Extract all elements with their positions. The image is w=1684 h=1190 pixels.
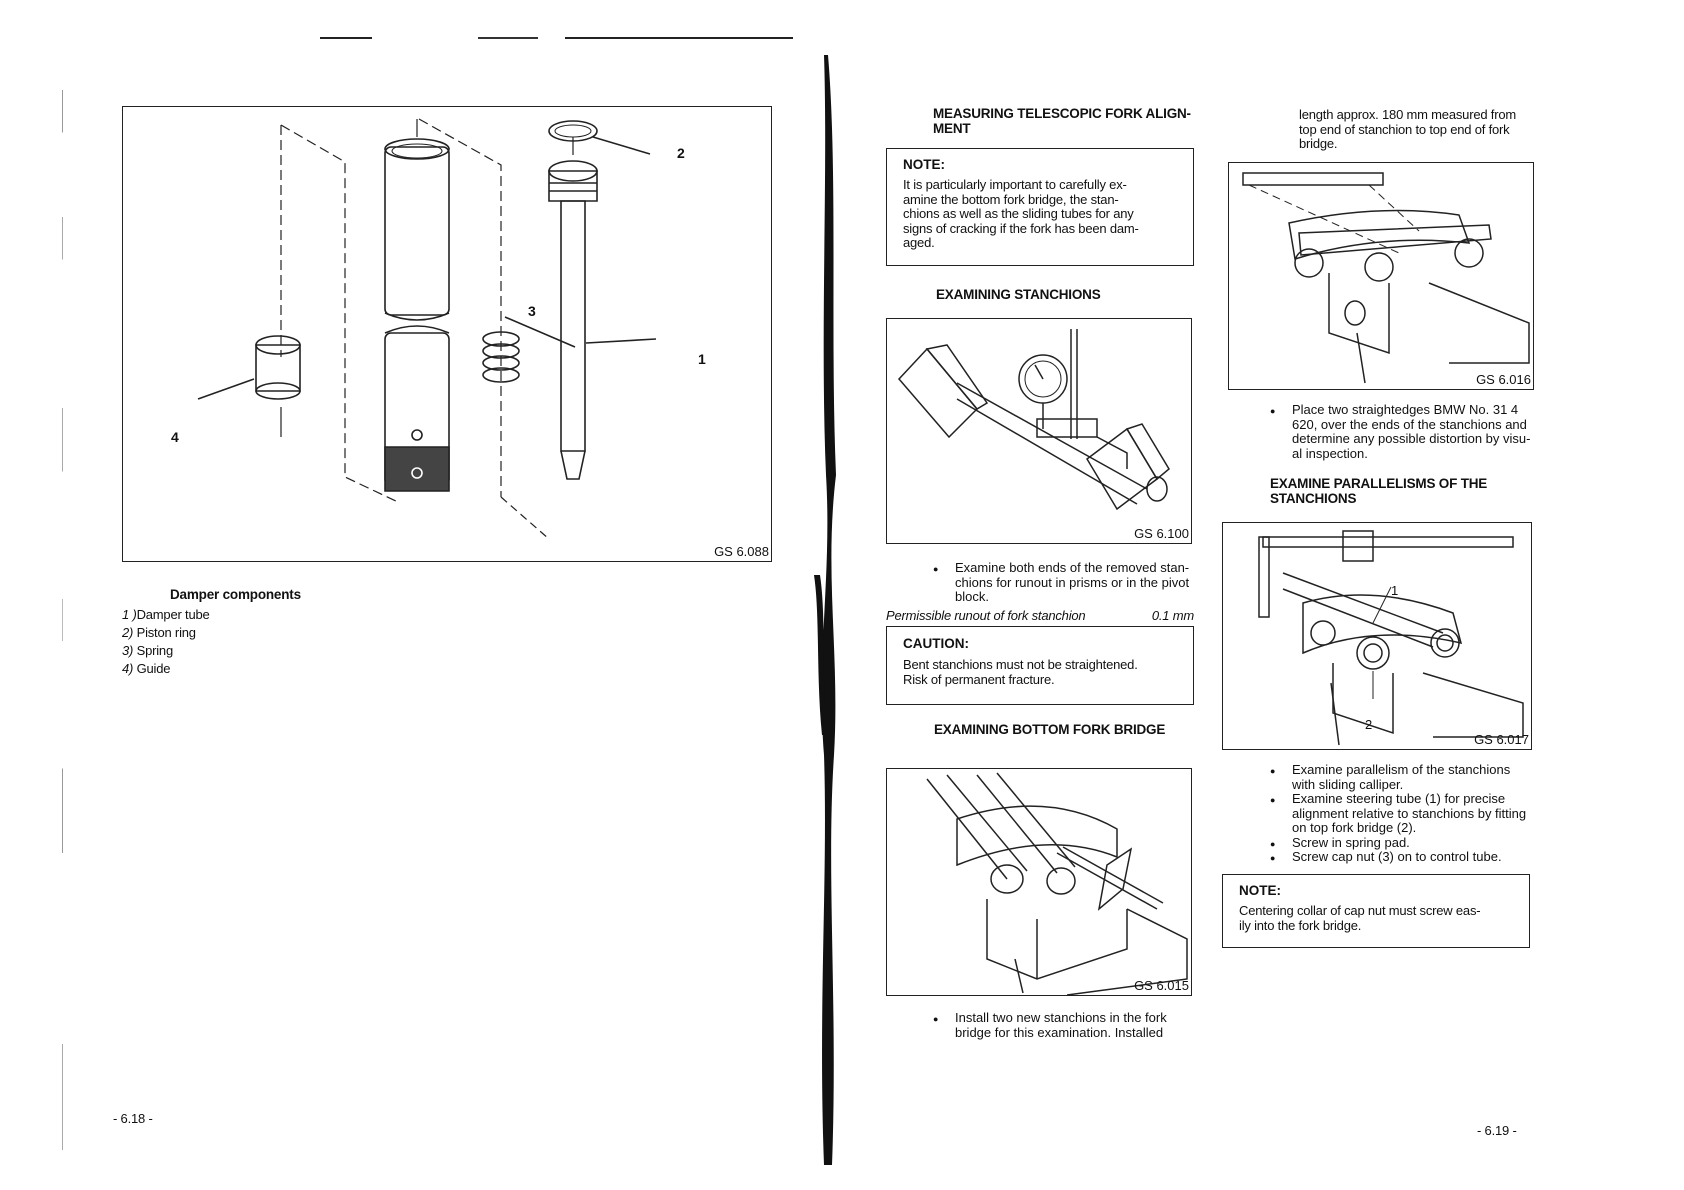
figure-callout: 4 bbox=[171, 429, 179, 445]
figure-callout: 2 bbox=[677, 145, 685, 161]
page-number-right: - 6.19 - bbox=[1477, 1123, 1517, 1138]
bullet-install-stanchions: Install two new stanchions in the fork b… bbox=[933, 1010, 1167, 1040]
fork-bridge-illustration bbox=[887, 769, 1191, 995]
damper-components-illustration bbox=[123, 107, 771, 561]
figure-label: GS 6.016 bbox=[1476, 372, 1531, 387]
bullet-list-parallelism: Examine parallelism of the stanchions wi… bbox=[1270, 762, 1526, 865]
figure-gs6017: 1 2 GS 6.017 bbox=[1222, 522, 1532, 750]
note-box-1: NOTE: It is particularly important to ca… bbox=[886, 148, 1194, 266]
legend-item: 4) Guide bbox=[122, 661, 171, 676]
continued-text: length approx. 180 mm measured from top … bbox=[1299, 107, 1516, 151]
heading-measuring-fork-alignment: MEASURING TELESCOPIC FORK ALIGN- MENT bbox=[933, 106, 1191, 136]
note-box-2: NOTE: Centering collar of cap nut must s… bbox=[1222, 874, 1530, 948]
spec-line: Permissible runout of fork stanchion 0.1… bbox=[886, 608, 1194, 624]
scan-margin-marks bbox=[62, 90, 63, 1150]
figure-gs6016: GS 6.016 bbox=[1228, 162, 1534, 390]
figure-callout: 2 bbox=[1365, 717, 1373, 732]
bullet-item: Examine steering tube (1) for precise al… bbox=[1270, 791, 1526, 836]
figure-callout: 3 bbox=[528, 303, 536, 319]
heading-examining-stanchions: EXAMINING STANCHIONS bbox=[936, 287, 1101, 302]
caution-title: CAUTION: bbox=[903, 636, 969, 651]
note-title: NOTE: bbox=[1239, 883, 1281, 898]
legend-item: 2) Piston ring bbox=[122, 625, 196, 640]
scan-mark-top bbox=[478, 37, 538, 39]
bullet-place-straightedges: Place two straightedges BMW No. 31 4 620… bbox=[1270, 402, 1530, 461]
heading-parallelism: EXAMINE PARALLELISMS OF THE STANCHIONS bbox=[1270, 476, 1488, 506]
bullet-examine-ends: Examine both ends of the removed stan- c… bbox=[933, 560, 1189, 605]
heading-bottom-fork-bridge: EXAMINING BOTTOM FORK BRIDGE bbox=[934, 722, 1166, 737]
scan-mark-top bbox=[320, 37, 372, 39]
binding-gutter bbox=[814, 55, 836, 1165]
figure-callout: 1 bbox=[698, 351, 706, 367]
caution-box: CAUTION: Bent stanchions must not be str… bbox=[886, 626, 1194, 705]
figure-label: GS 6.100 bbox=[1134, 526, 1189, 541]
bullet-item: Screw in spring pad. bbox=[1270, 835, 1526, 850]
note-text: It is particularly important to carefull… bbox=[903, 177, 1139, 250]
figure-gs6015: GS 6.015 bbox=[886, 768, 1192, 996]
scan-mark-top bbox=[565, 37, 793, 39]
spec-value: 0.1 mm bbox=[1151, 608, 1194, 623]
caution-text: Bent stanchions must not be straightened… bbox=[903, 657, 1138, 687]
bullet-item: Examine parallelism of the stanchions wi… bbox=[1270, 762, 1526, 792]
figure-callout: 1 bbox=[1391, 583, 1399, 598]
runout-gauge-illustration bbox=[887, 319, 1191, 543]
calliper-illustration bbox=[1223, 523, 1531, 749]
legend-item: 3) Spring bbox=[122, 643, 173, 658]
legend-list: 1 )Damper tube 2) Piston ring 3) Spring … bbox=[122, 606, 210, 678]
spec-label: Permissible runout of fork stanchion bbox=[886, 608, 1086, 623]
figure-gs6100: GS 6.100 bbox=[886, 318, 1192, 544]
caption-title: Damper components bbox=[170, 587, 301, 602]
figure-label: GS 6.017 bbox=[1474, 732, 1529, 747]
legend-item: 1 )Damper tube bbox=[122, 607, 210, 622]
page-number-left: - 6.18 - bbox=[113, 1111, 153, 1126]
figure-label: GS 6.015 bbox=[1134, 978, 1189, 993]
note-title: NOTE: bbox=[903, 157, 945, 172]
bullet-item: Screw cap nut (3) on to control tube. bbox=[1270, 849, 1526, 864]
straightedge-illustration bbox=[1229, 163, 1533, 389]
damper-figure: 2 3 1 4 GS 6.088 bbox=[122, 106, 772, 562]
figure-label: GS 6.088 bbox=[714, 544, 769, 559]
note-text: Centering collar of cap nut must screw e… bbox=[1239, 903, 1481, 933]
